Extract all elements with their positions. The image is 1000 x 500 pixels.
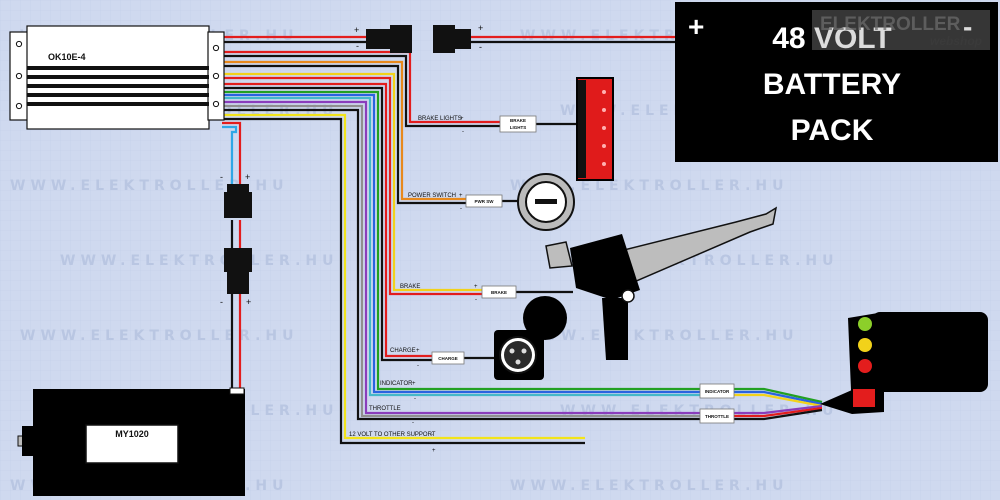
charge-port xyxy=(494,296,567,380)
svg-text:LIGHTS: LIGHTS xyxy=(510,125,527,130)
svg-text:+: + xyxy=(412,381,416,387)
svg-text:+: + xyxy=(459,193,463,199)
brake-wire xyxy=(222,72,482,292)
svg-text:BRAKE: BRAKE xyxy=(491,290,507,295)
svg-text:-: - xyxy=(431,432,433,438)
yellow-led-icon xyxy=(858,338,872,352)
svg-text:-: - xyxy=(412,420,414,426)
red-led-icon xyxy=(858,359,872,373)
battery-title-2: BATTERY xyxy=(763,68,901,101)
svg-text:WWW.ELEKTROLLER.HU: WWW.ELEKTROLLER.HU xyxy=(60,253,338,269)
tag-brake-lights: BRAKE LIGHTS xyxy=(499,115,537,133)
svg-text:THROTTLE: THROTTLE xyxy=(705,414,729,419)
svg-text:+: + xyxy=(416,348,420,354)
battery-title-1: 48 VOLT xyxy=(772,22,891,55)
svg-text:PWR SW: PWR SW xyxy=(475,199,495,204)
svg-text:webshop: webshop xyxy=(930,34,982,48)
power-switch xyxy=(517,173,575,231)
controller-label: OK10E-4 xyxy=(48,52,86,62)
tag-brake: BRAKE xyxy=(481,285,517,299)
label-charge: CHARGE xyxy=(390,348,416,354)
brand-logo: ELEKTROLLER webshop xyxy=(812,10,990,50)
svg-text:-: - xyxy=(356,41,359,51)
battery-connector: + - + - xyxy=(354,23,483,53)
svg-text:+: + xyxy=(432,448,436,454)
svg-text:+: + xyxy=(354,25,359,35)
svg-text:-: - xyxy=(479,42,482,52)
throttle-button xyxy=(853,389,875,407)
svg-text:WWW.ELEKTROLLER.HU: WWW.ELEKTROLLER.HU xyxy=(510,178,788,194)
motor-connector-top: - + xyxy=(220,172,252,218)
svg-text:+: + xyxy=(474,284,478,290)
label-indicator: INDICATOR xyxy=(380,381,413,387)
svg-text:INDICATOR: INDICATOR xyxy=(705,389,730,394)
battery-plus: + xyxy=(688,11,704,42)
battery-title-3: PACK xyxy=(791,114,874,147)
power-switch-wire xyxy=(222,60,466,201)
label-power-switch: POWER SWITCH xyxy=(408,193,456,199)
mount-hole xyxy=(15,72,23,80)
svg-text:-: - xyxy=(462,129,464,135)
svg-text:WWW.ELEKTROLLER.HU: WWW.ELEKTROLLER.HU xyxy=(10,178,288,194)
support-wire xyxy=(222,113,585,440)
mount-hole xyxy=(15,102,23,110)
svg-text:+: + xyxy=(246,297,251,307)
battery-minus: - xyxy=(963,11,972,42)
svg-text:+: + xyxy=(245,172,250,182)
svg-text:WWW.ELEKTROLLER.HU: WWW.ELEKTROLLER.HU xyxy=(510,478,788,494)
motor-connector-bottom: - + xyxy=(220,248,252,307)
brake-light xyxy=(576,77,614,181)
tag-throttle: THROTTLE xyxy=(699,408,735,424)
controller: OK10E-4 xyxy=(9,25,225,130)
wires xyxy=(222,35,823,445)
label-support: 12 VOLT TO OTHER SUPPORT xyxy=(349,432,436,438)
tag-indicator: INDICATOR xyxy=(699,383,735,399)
svg-text:WWW.ELEKTROLLER.HU: WWW.ELEKTROLLER.HU xyxy=(20,328,298,344)
svg-text:CHARGE: CHARGE xyxy=(438,356,458,361)
green-led-icon xyxy=(858,317,872,331)
motor: MY1020 xyxy=(17,387,245,496)
svg-text:WWW.ELEKTROLLER.HU: WWW.ELEKTROLLER.HU xyxy=(520,328,798,344)
svg-text:ELEKTROLLER: ELEKTROLLER xyxy=(820,14,961,35)
brake-lever xyxy=(545,206,778,360)
label-throttle: THROTTLE xyxy=(369,406,401,412)
indicator-wire xyxy=(222,90,700,391)
label-brake: BRAKE xyxy=(400,284,420,290)
svg-text:+: + xyxy=(478,23,483,33)
motor-blue-wire xyxy=(222,125,238,186)
tag-power-switch: PWR SW xyxy=(465,194,503,208)
svg-text:-: - xyxy=(414,396,416,402)
svg-text:-: - xyxy=(220,297,223,307)
brake-lights-wire xyxy=(222,50,500,124)
throttle-wire xyxy=(222,100,700,415)
motor-label: MY1020 xyxy=(115,429,149,439)
wire-labels: BRAKE LIGHTS + - POWER SWITCH + - BRAKE … xyxy=(349,116,478,454)
label-brake-lights: BRAKE LIGHTS xyxy=(418,116,462,122)
motor-positive-wire xyxy=(222,121,242,186)
charge-wire xyxy=(222,82,432,358)
svg-text:BRAKE: BRAKE xyxy=(510,118,526,123)
throttle-grip xyxy=(820,312,988,414)
svg-text:-: - xyxy=(417,363,419,369)
svg-text:-: - xyxy=(220,172,223,182)
svg-text:-: - xyxy=(460,206,462,212)
svg-text:+: + xyxy=(460,116,464,122)
battery-pack: + - 48 VOLT BATTERY PACK xyxy=(675,2,998,162)
mount-hole xyxy=(15,40,23,48)
tag-charge: CHARGE xyxy=(431,351,465,365)
svg-text:-: - xyxy=(475,297,477,303)
